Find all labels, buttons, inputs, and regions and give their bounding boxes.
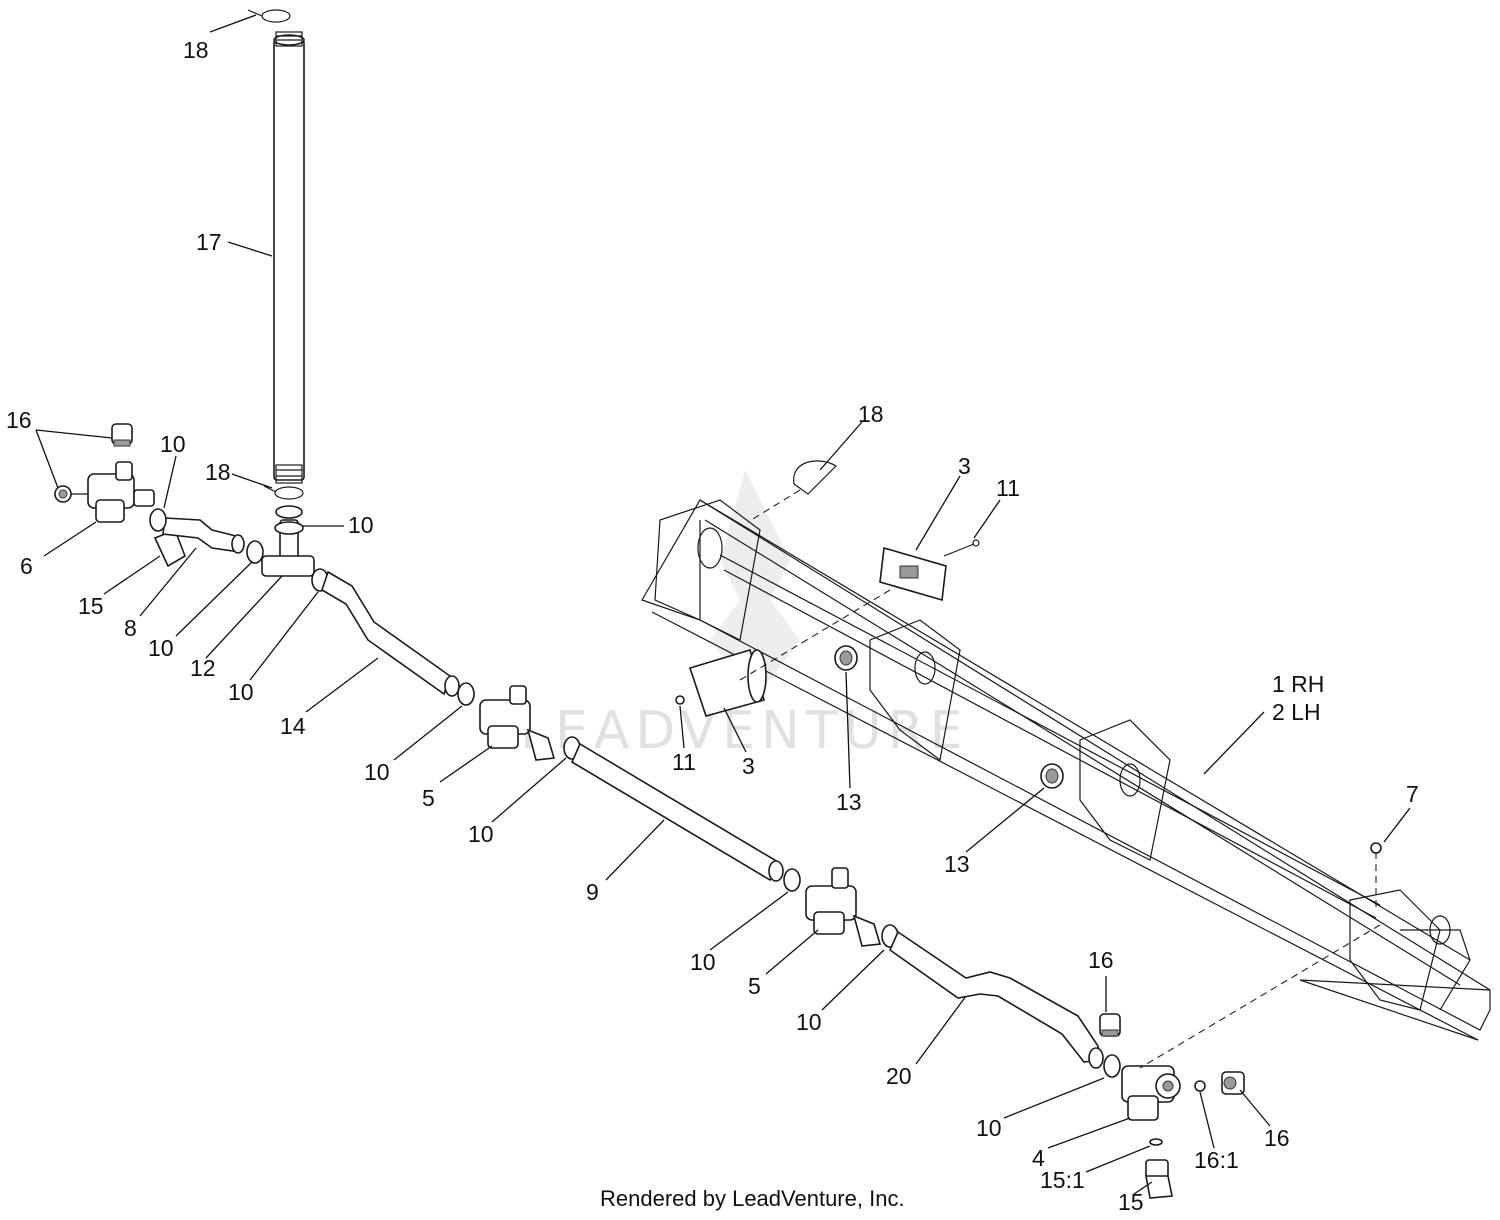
callout-20: 20 [886, 1063, 912, 1089]
bushing-13-b [1040, 763, 1064, 789]
callout-16: 16 [6, 407, 32, 433]
render-credit: Rendered by LeadVenture, Inc. [600, 1186, 905, 1211]
callout-10: 10 [364, 759, 390, 785]
hose-9 [570, 742, 784, 882]
callout-5: 5 [422, 785, 435, 811]
callout-16: 16 [1088, 947, 1114, 973]
callout-9: 9 [586, 879, 599, 905]
callout-7: 7 [1406, 781, 1419, 807]
watermark-logo [710, 470, 800, 700]
bushing-13-a [834, 645, 858, 671]
callout-10: 10 [160, 431, 186, 457]
nut-11-lower [675, 695, 685, 705]
callout-3: 3 [958, 453, 971, 479]
callout-11: 11 [672, 749, 696, 775]
callout-1-rh: 1 RH [1272, 671, 1324, 697]
elbow-15-bottom [1145, 1159, 1173, 1199]
clip-18-top [247, 9, 291, 23]
callout-16: 16 [1264, 1125, 1290, 1151]
callout-17: 17 [196, 229, 222, 255]
hose-clamp-10-left [149, 508, 167, 532]
callout-8: 8 [124, 615, 137, 641]
callout-5: 5 [748, 973, 761, 999]
nozzle-body-5-b [805, 867, 882, 947]
callout-11: 11 [996, 475, 1020, 501]
nozzle-body-4 [1121, 1065, 1181, 1121]
callout-12: 12 [190, 655, 216, 681]
hose-8 [162, 517, 245, 554]
clip-18-frame [793, 460, 837, 495]
hose-14 [321, 570, 460, 697]
callout-18: 18 [858, 401, 884, 427]
callout-labels: 18 17 16 10 18 10 6 15 8 10 12 10 14 10 … [6, 37, 1419, 1215]
callout-6: 6 [20, 553, 33, 579]
o-ring-15-1 [1149, 1138, 1163, 1146]
hose-clamp-10-tee-top [275, 505, 303, 519]
check-valve-16-left [111, 423, 133, 447]
callout-10: 10 [148, 635, 174, 661]
callout-2-lh: 2 LH [1272, 699, 1321, 725]
callout-10: 10 [976, 1115, 1002, 1141]
callout-18: 18 [183, 37, 209, 63]
callout-13: 13 [944, 851, 970, 877]
hose-clamp-10-tee-left [246, 540, 264, 564]
bolt-11-upper [943, 539, 980, 557]
nozzle-body-5-a [479, 685, 556, 761]
callout-18: 18 [205, 459, 231, 485]
hose-clamp-10-hose9 [783, 868, 801, 892]
o-ring-16-1 [1194, 1080, 1206, 1092]
callout-13: 13 [836, 789, 862, 815]
clip-18-mid [263, 485, 304, 500]
clamp-3-lower [688, 648, 767, 717]
check-valve-16-top [1099, 1013, 1121, 1037]
vertical-pipe-17 [273, 31, 305, 484]
tee-fitting-12 [261, 519, 315, 577]
align-line-clamp [739, 589, 891, 681]
callout-10: 10 [348, 512, 374, 538]
hose-clamp-10-hose14 [457, 682, 475, 706]
align-line-end [1139, 924, 1381, 1069]
callout-14: 14 [280, 713, 306, 739]
callout-10: 10 [468, 821, 494, 847]
clamp-3-upper [879, 546, 947, 602]
hose-clamp-10-hose20 [1103, 1054, 1121, 1078]
callout-15: 15 [78, 593, 104, 619]
callout-3: 3 [742, 753, 755, 779]
callout-10: 10 [796, 1009, 822, 1035]
callout-10: 10 [228, 679, 254, 705]
callout-16-1: 16:1 [1194, 1147, 1239, 1173]
watermark-text: LEADVENTURE [520, 701, 969, 761]
callout-10: 10 [690, 949, 716, 975]
align-line-clip [747, 489, 801, 523]
check-valve-16-right [1221, 1071, 1245, 1095]
callout-15: 15 [1118, 1189, 1144, 1215]
callout-15-1: 15:1 [1040, 1167, 1085, 1193]
callout-4: 4 [1032, 1145, 1045, 1171]
boom-frame [641, 499, 1491, 1041]
nut-7 [1370, 842, 1382, 854]
hose-20 [889, 930, 1104, 1069]
nozzle-body-6 [54, 461, 155, 523]
leader-lines [35, 14, 1411, 1195]
